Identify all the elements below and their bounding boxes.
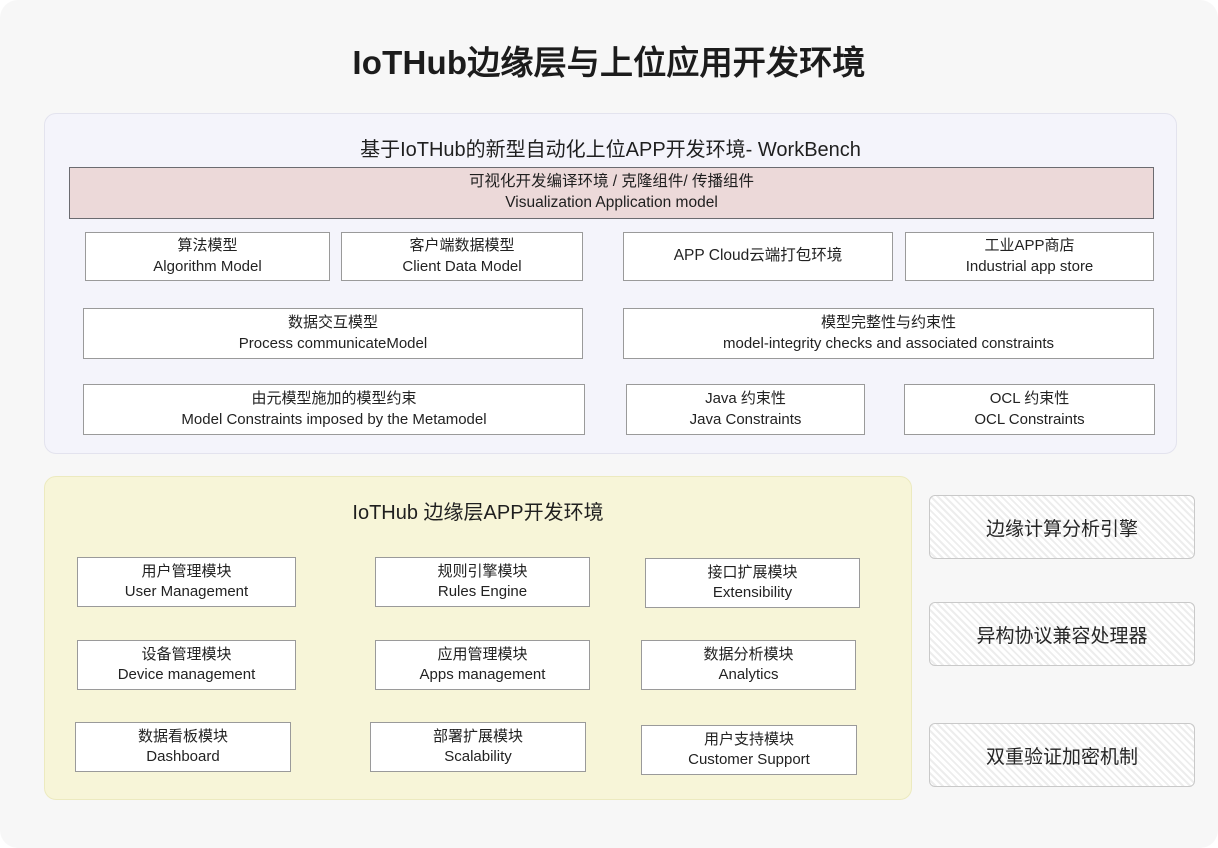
- module-label-en: Dashboard: [146, 748, 220, 765]
- module-label-en: Scalability: [444, 748, 512, 765]
- workbench-panel: 基于IoTHub的新型自动化上位APP开发环境- WorkBench 可视化开发…: [44, 113, 1177, 454]
- module-label-en: Extensibility: [712, 584, 793, 601]
- module-label-cn: 数据分析模块: [703, 645, 794, 663]
- module-label-en: Device management: [117, 666, 256, 683]
- side-card-protocol-compatibility-handler[interactable]: 异构协议兼容处理器: [929, 602, 1195, 666]
- box-label-en: Process communicateModel: [238, 334, 428, 352]
- module-rules-engine[interactable]: 规则引擎模块 Rules Engine: [375, 557, 590, 607]
- module-label-en: Analytics: [718, 666, 779, 683]
- box-label-en: Client Data Model: [402, 257, 522, 275]
- box-app-cloud-packaging[interactable]: APP Cloud云端打包环境: [623, 232, 893, 281]
- box-label-cn: 数据交互模型: [287, 314, 378, 332]
- box-label-cn: Java 约束性: [705, 390, 786, 408]
- module-extensibility[interactable]: 接口扩展模块 Extensibility: [645, 558, 860, 608]
- box-label-cn: 工业APP商店: [984, 237, 1075, 255]
- box-label-en: Model Constraints imposed by the Metamod…: [181, 410, 487, 428]
- box-label-en: OCL Constraints: [974, 410, 1085, 428]
- page-title: IoTHub边缘层与上位应用开发环境: [352, 44, 866, 81]
- visualization-banner: 可视化开发编译环境 / 克隆组件/ 传播组件 Visualization App…: [69, 167, 1154, 219]
- box-label-cn: OCL 约束性: [989, 390, 1070, 408]
- side-card-edge-analytics-engine[interactable]: 边缘计算分析引擎: [929, 495, 1195, 559]
- module-customer-support[interactable]: 用户支持模块 Customer Support: [641, 725, 857, 775]
- box-label-en: model-integrity checks and associated co…: [723, 334, 1054, 352]
- box-ocl-constraints[interactable]: OCL 约束性 OCL Constraints: [904, 384, 1155, 435]
- module-label-cn: 用户管理模块: [141, 562, 232, 580]
- module-label-cn: 设备管理模块: [141, 645, 232, 663]
- box-label-cn: 模型完整性与约束性: [820, 314, 956, 332]
- module-apps-management[interactable]: 应用管理模块 Apps management: [375, 640, 590, 690]
- box-label-cn: APP Cloud云端打包环境: [673, 247, 843, 265]
- box-label-cn: 客户端数据模型: [409, 237, 515, 255]
- module-label-en: Apps management: [419, 666, 546, 683]
- module-label-cn: 应用管理模块: [437, 645, 528, 663]
- module-label-cn: 规则引擎模块: [437, 562, 528, 580]
- module-analytics[interactable]: 数据分析模块 Analytics: [641, 640, 856, 690]
- banner-label-cn: 可视化开发编译环境 / 克隆组件/ 传播组件: [468, 173, 755, 191]
- edge-layer-panel: IoTHub 边缘层APP开发环境 用户管理模块 User Management…: [44, 476, 912, 800]
- module-label-cn: 数据看板模块: [137, 727, 228, 745]
- side-card-label: 异构协议兼容处理器: [976, 625, 1148, 647]
- side-card-dual-auth-encryption[interactable]: 双重验证加密机制: [929, 723, 1195, 787]
- box-label-en: Industrial app store: [965, 257, 1094, 275]
- module-dashboard[interactable]: 数据看板模块 Dashboard: [75, 722, 291, 772]
- side-card-label: 边缘计算分析引擎: [985, 518, 1138, 540]
- banner-label-en: Visualization Application model: [505, 194, 718, 211]
- module-label-cn: 接口扩展模块: [707, 563, 798, 581]
- box-model-integrity-constraints[interactable]: 模型完整性与约束性 model-integrity checks and ass…: [623, 308, 1154, 359]
- module-device-management[interactable]: 设备管理模块 Device management: [77, 640, 296, 690]
- side-card-label: 双重验证加密机制: [985, 746, 1138, 768]
- module-scalability[interactable]: 部署扩展模块 Scalability: [370, 722, 586, 772]
- box-client-data-model[interactable]: 客户端数据模型 Client Data Model: [341, 232, 583, 281]
- box-java-constraints[interactable]: Java 约束性 Java Constraints: [626, 384, 865, 435]
- box-industrial-app-store[interactable]: 工业APP商店 Industrial app store: [905, 232, 1154, 281]
- box-label-cn: 由元模型施加的模型约束: [251, 390, 417, 408]
- box-process-communicate-model[interactable]: 数据交互模型 Process communicateModel: [83, 308, 583, 359]
- module-label-en: Rules Engine: [437, 583, 528, 600]
- module-label-cn: 部署扩展模块: [432, 727, 523, 745]
- module-user-management[interactable]: 用户管理模块 User Management: [77, 557, 296, 607]
- box-algorithm-model[interactable]: 算法模型 Algorithm Model: [85, 232, 330, 281]
- module-label-cn: 用户支持模块: [703, 730, 794, 748]
- workbench-panel-title: 基于IoTHub的新型自动化上位APP开发环境- WorkBench: [360, 139, 861, 161]
- box-label-cn: 算法模型: [177, 237, 238, 255]
- module-label-en: User Management: [124, 583, 249, 600]
- box-metamodel-constraints[interactable]: 由元模型施加的模型约束 Model Constraints imposed by…: [83, 384, 585, 435]
- module-label-en: Customer Support: [688, 751, 810, 768]
- edge-layer-panel-title: IoTHub 边缘层APP开发环境: [352, 502, 604, 524]
- box-label-en: Algorithm Model: [153, 257, 262, 275]
- box-label-en: Java Constraints: [689, 410, 802, 428]
